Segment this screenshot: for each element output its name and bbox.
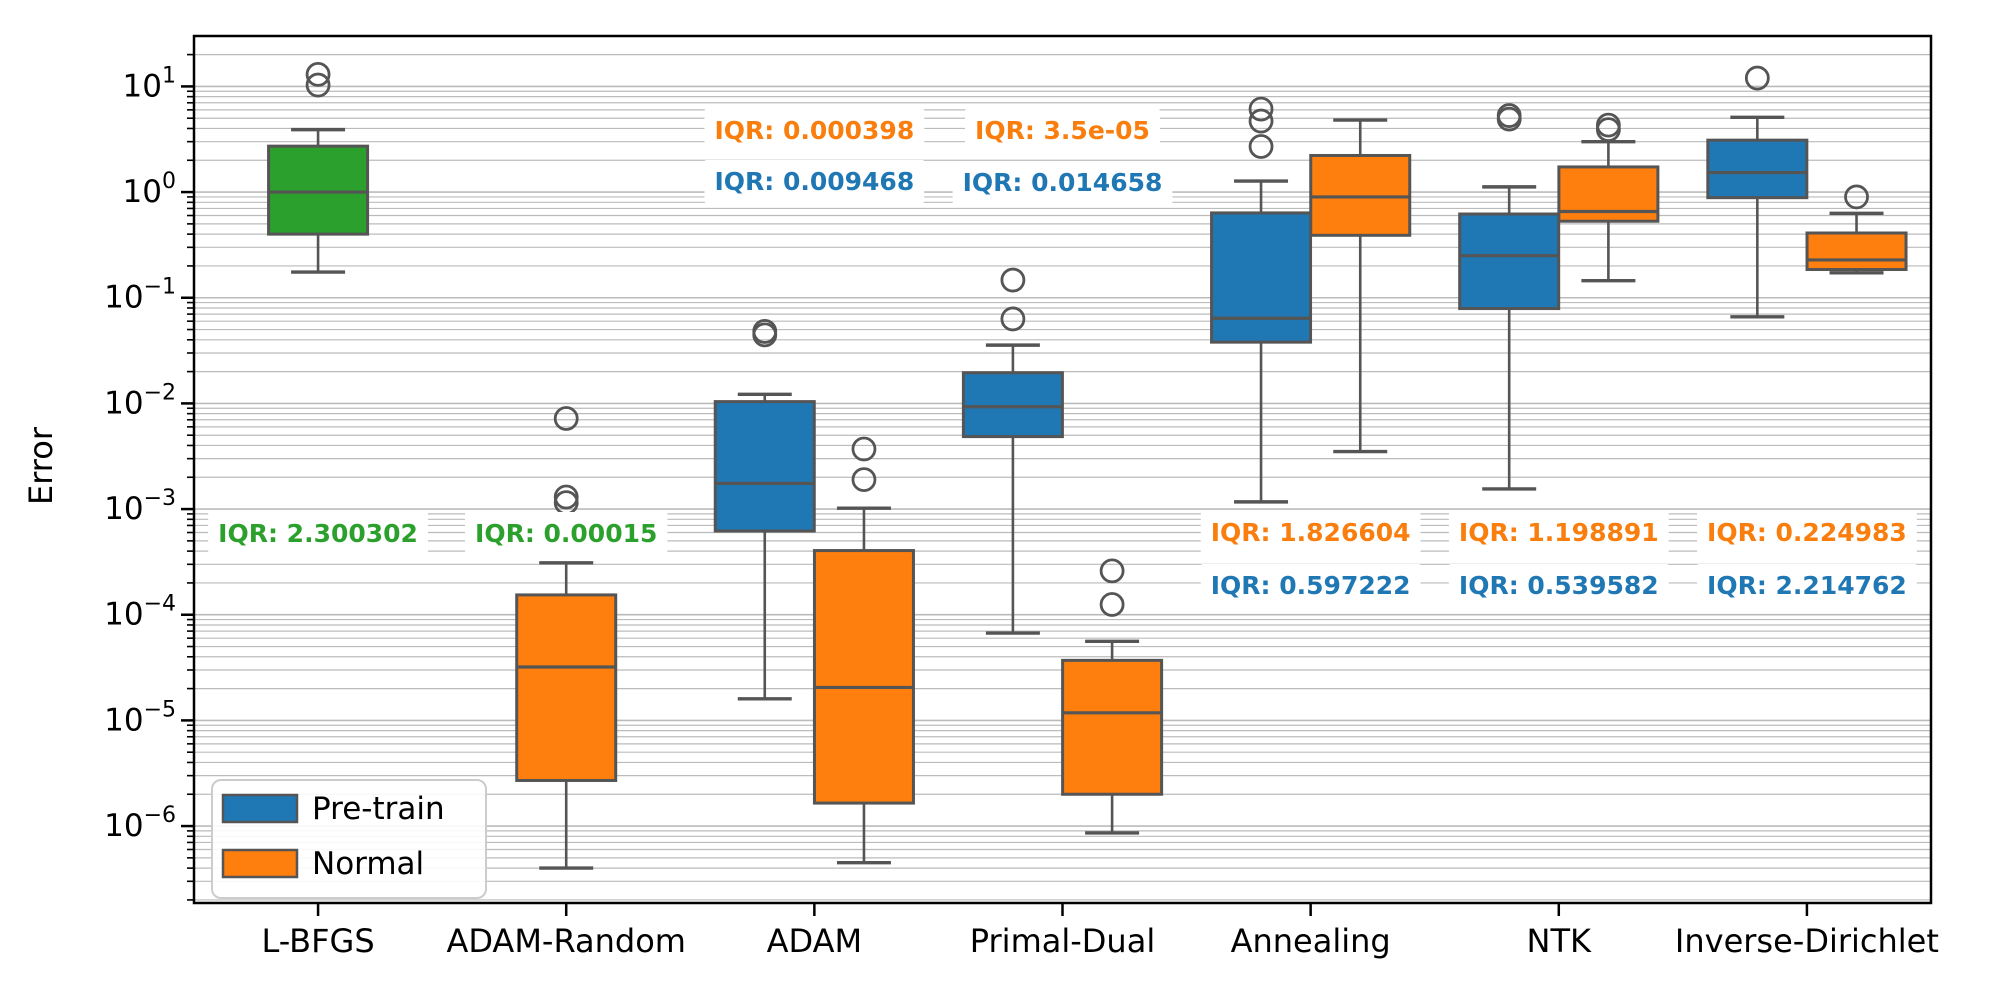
iqr-annotation-bg	[1200, 564, 1421, 607]
iqr-annotation-bg	[1448, 564, 1669, 607]
legend-swatch-normal	[221, 848, 299, 879]
outlier-marker	[1744, 65, 1770, 91]
outlier-marker	[1000, 306, 1026, 332]
iqr-annotation-label: IQR: 0.009468	[714, 167, 914, 196]
outlier-marker	[851, 467, 877, 493]
y-axis: 101 100 10−1 10−2 10−3 10−4 10−5 10−6	[104, 53, 194, 901]
iqr-annotation-label: IQR: 0.014658	[963, 168, 1163, 197]
box-pretrain	[713, 400, 816, 533]
outlier-marker	[1000, 267, 1026, 293]
outlier-marker	[851, 436, 877, 462]
legend-label-pretrain: Pre-train	[312, 791, 445, 827]
box-group-adam-random	[515, 406, 618, 870]
y-tick-label: 10−6	[104, 803, 176, 844]
x-tick-label: Primal-Dual	[970, 922, 1155, 960]
box-pretrain	[1210, 211, 1313, 344]
box-green	[267, 144, 370, 236]
x-tick-label: ADAM-Random	[446, 922, 686, 960]
box-pretrain	[1706, 138, 1809, 200]
y-tick-label: 10−4	[104, 592, 176, 633]
outlier-marker	[305, 61, 331, 87]
iqr-annotation-bg	[1697, 511, 1917, 554]
y-tick-label: 10−5	[104, 697, 176, 738]
outlier-marker	[305, 72, 331, 98]
legend-swatch-pretrain	[221, 793, 299, 824]
iqr-annotation-label: IQR: 2.214762	[1707, 571, 1907, 600]
box-pretrain	[961, 371, 1064, 439]
x-tick-label: NTK	[1527, 922, 1592, 960]
box-group-l-bfgs	[267, 61, 370, 274]
legend-label-normal: Normal	[312, 846, 424, 882]
y-tick-label: 100	[123, 169, 176, 210]
iqr-annotation-bg	[465, 512, 668, 555]
iqr-annotation-bg	[1200, 511, 1421, 554]
x-tick-label: Annealing	[1231, 922, 1391, 960]
iqr-annotation-label: IQR: 1.198891	[1459, 518, 1659, 547]
box-group-primal-dual	[961, 267, 1164, 835]
x-tick-label: ADAM	[767, 922, 862, 960]
outlier-marker	[553, 406, 579, 431]
y-axis-title: Error	[22, 426, 60, 505]
box-pretrain	[1458, 212, 1561, 311]
outlier-marker	[1496, 106, 1522, 132]
iqr-annotation-bg	[208, 512, 428, 555]
iqr-annotation-bg	[1448, 511, 1669, 554]
box-group-inverse-dirichlet	[1706, 65, 1908, 319]
iqr-annotation-label: IQR: 0.00015	[475, 519, 657, 548]
iqr-annotation-bg	[704, 160, 925, 203]
iqr-annotation-bg	[1697, 564, 1917, 607]
outlier-marker	[1844, 184, 1869, 210]
x-tick-label: L-BFGS	[262, 922, 375, 960]
x-axis: L-BFGS ADAM-Random ADAM Primal-Dual Annealin…	[262, 903, 1939, 960]
box-normal	[1061, 658, 1164, 796]
outlier-marker	[1248, 96, 1274, 122]
iqr-annotation-label: IQR: 2.300302	[218, 519, 418, 548]
iqr-annotation-bg	[952, 161, 1173, 204]
outlier-marker	[752, 322, 778, 348]
iqr-annotation-label: IQR: 0.597222	[1211, 571, 1411, 600]
iqr-annotation-bg	[965, 109, 1160, 152]
x-tick-label: Inverse-Dirichlet	[1675, 922, 1939, 960]
y-tick-label: 10−2	[104, 380, 176, 421]
outlier-marker	[1099, 558, 1125, 584]
box-normal	[515, 593, 618, 782]
iqr-annotation-bg	[704, 109, 925, 152]
outlier-marker	[1248, 134, 1274, 159]
iqr-annotation-label: IQR: 3.5e-05	[975, 116, 1150, 145]
box-group-annealing	[1210, 96, 1412, 504]
box-group-adam	[713, 319, 915, 865]
box-normal	[812, 549, 915, 805]
outlier-marker	[1099, 592, 1125, 617]
outlier-marker	[1248, 108, 1274, 134]
y-tick-label: 101	[123, 63, 176, 104]
iqr-annotation-label: IQR: 1.826604	[1211, 518, 1411, 547]
y-tick-label: 10−3	[104, 486, 176, 527]
iqr-annotation-label: IQR: 0.224983	[1707, 518, 1907, 547]
iqr-annotation-label: IQR: 0.539582	[1459, 571, 1659, 600]
box-group-ntk	[1458, 103, 1660, 491]
y-tick-label: 10−1	[104, 275, 176, 316]
outlier-marker	[1595, 117, 1621, 143]
box-normal	[1805, 231, 1908, 272]
iqr-annotation-label: IQR: 0.000398	[714, 116, 914, 145]
